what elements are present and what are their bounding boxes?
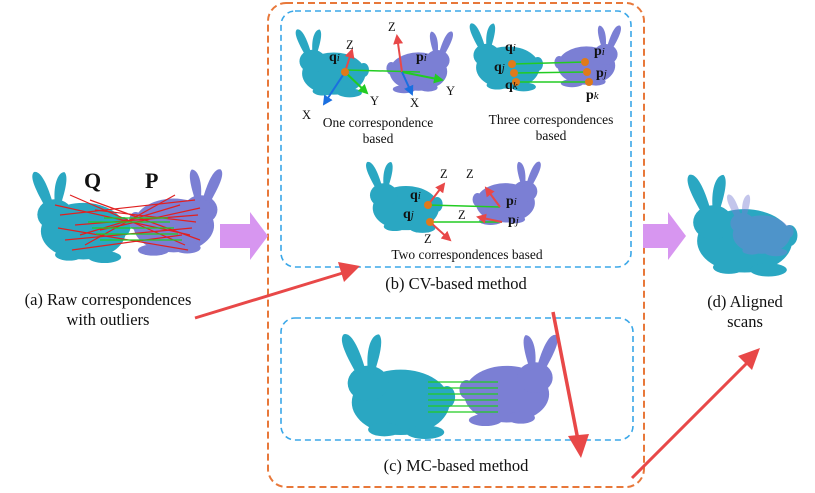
caption-aligned: (d) Aligned scans — [707, 292, 783, 331]
caption-two-correspondences: Two correspondences based — [391, 247, 543, 262]
arrow-mc-to-aligned — [630, 360, 750, 480]
axis-z-two-p1: Z — [466, 167, 474, 181]
caption-mc: (c) MC-based method — [383, 456, 529, 475]
three-corr-marks — [508, 58, 593, 86]
method-frame — [267, 2, 645, 488]
point-qi-two: qi — [410, 188, 421, 203]
mc-correspondence-lines — [428, 381, 498, 413]
mc-frame — [280, 317, 634, 441]
arrow-a-to-cv — [194, 270, 347, 320]
caption-cv: (b) CV-based method — [385, 274, 527, 293]
point-pi-three: pi — [594, 44, 605, 59]
point-pk-three: pk — [586, 88, 599, 103]
point-qj-two: qj — [403, 207, 414, 222]
caption-three-correspondences: Three correspondences based — [488, 112, 614, 143]
point-pi-two: pi — [506, 194, 517, 209]
arrow-down-to-mc-caption — [551, 311, 580, 441]
bunny-p-three — [554, 25, 622, 88]
axis-z-one-q: Z — [346, 38, 354, 52]
label-p: P — [145, 168, 159, 193]
point-pj-two: pj — [508, 213, 519, 228]
point-q-one: qi — [329, 50, 340, 65]
axis-y-one-q: Y — [370, 94, 380, 108]
label-q: Q — [84, 168, 102, 193]
one-corr-marks — [322, 34, 444, 106]
axis-x-one-q: X — [302, 108, 312, 122]
point-pj-three: pj — [596, 66, 607, 81]
caption-one-correspondence: One correspondence based — [322, 115, 434, 146]
point-qj-three: qj — [494, 60, 505, 75]
raw-correspondence-lines — [54, 194, 201, 251]
two-corr-marks — [424, 182, 503, 242]
caption-raw: (a) Raw correspondences with outliers — [24, 290, 192, 329]
point-qi-three: qi — [505, 40, 516, 55]
cv-frame — [280, 10, 632, 268]
axis-y-one-p: Y — [446, 84, 456, 98]
arrow-b-to-d — [643, 212, 686, 260]
axis-z-two-q1: Z — [440, 167, 448, 181]
point-p-one: pi — [416, 50, 427, 65]
bunny-q-mc — [341, 334, 456, 440]
axis-z-two-p2: Z — [458, 208, 466, 222]
axis-z-two-q2: Z — [424, 232, 432, 246]
point-qk-three: qk — [505, 78, 518, 93]
axis-z-one-p: Z — [388, 20, 396, 34]
arrow-a-to-b — [220, 212, 268, 260]
axis-x-one-p: X — [410, 96, 420, 110]
